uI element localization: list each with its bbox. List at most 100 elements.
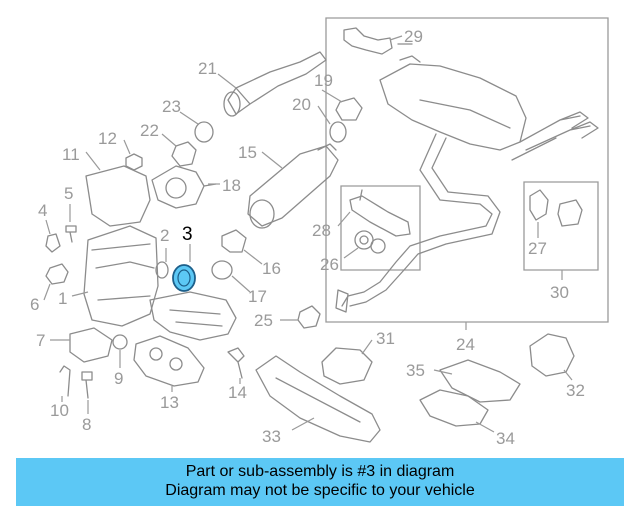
bracket-31 bbox=[321, 347, 373, 385]
callout-30: 30 bbox=[550, 283, 569, 302]
rubber-hanger-26a-inner bbox=[359, 235, 369, 245]
washer-9 bbox=[112, 334, 128, 350]
converter-15-detail bbox=[317, 143, 337, 151]
leader-11 bbox=[85, 151, 101, 171]
clamp-22 bbox=[171, 141, 197, 167]
group-box-30 bbox=[523, 181, 599, 271]
exhaust-system-diagram: 1 2 3 4 5 6 7 8 9 10 11 12 13 14 15 16 1… bbox=[30, 17, 609, 448]
rubber-hanger-26b bbox=[370, 238, 386, 254]
callout-3[interactable]: 3 bbox=[182, 224, 193, 245]
callout-2: 2 bbox=[160, 226, 169, 245]
stud-10 bbox=[59, 365, 71, 397]
callout-31: 31 bbox=[376, 329, 395, 348]
bracket-7 bbox=[69, 327, 113, 363]
gasket-2 bbox=[155, 261, 169, 279]
callout-5: 5 bbox=[64, 184, 73, 203]
callout-27: 27 bbox=[528, 239, 547, 258]
callout-11: 11 bbox=[62, 145, 80, 164]
bolt-5 bbox=[65, 225, 77, 243]
leader-4 bbox=[45, 219, 51, 235]
clamp-3-inner bbox=[177, 269, 191, 287]
group-box-24 bbox=[325, 17, 609, 323]
callout-32: 32 bbox=[566, 381, 585, 400]
callout-1: 1 bbox=[58, 289, 67, 308]
callout-29: 29 bbox=[404, 27, 423, 46]
intermediate-pipe bbox=[341, 133, 501, 307]
leader-6 bbox=[43, 283, 51, 301]
leader-15 bbox=[261, 151, 283, 169]
leader-32 bbox=[563, 369, 573, 381]
callout-15: 15 bbox=[238, 143, 257, 162]
leader-19 bbox=[321, 89, 343, 103]
catalytic-converter-1-detail bbox=[91, 243, 155, 301]
flex-pipe bbox=[149, 291, 237, 341]
shield-35 bbox=[439, 359, 521, 403]
heat-shield-33 bbox=[255, 355, 381, 443]
callout-18: 18 bbox=[222, 176, 241, 195]
hanger-27a bbox=[529, 189, 549, 221]
pipe-flange-21 bbox=[223, 91, 241, 117]
gasket-plate-13 bbox=[133, 335, 205, 387]
group-box-28-26 bbox=[340, 185, 421, 271]
leader-35 bbox=[433, 369, 453, 375]
gasket-plate-13-hole-a bbox=[149, 347, 163, 361]
callout-34: 34 bbox=[496, 429, 515, 448]
clamp-16 bbox=[221, 229, 247, 253]
callout-22: 22 bbox=[140, 121, 159, 140]
shield-34 bbox=[419, 389, 489, 427]
callout-19: 19 bbox=[314, 71, 333, 90]
callout-23: 23 bbox=[162, 97, 181, 116]
callout-12: 12 bbox=[98, 129, 117, 148]
rubber-hanger-26a bbox=[354, 230, 374, 250]
leader-22 bbox=[161, 133, 177, 147]
bolt-8 bbox=[81, 371, 93, 399]
clamp-3-highlighted[interactable] bbox=[172, 264, 196, 292]
leader-23 bbox=[179, 111, 199, 125]
pipe-flange bbox=[335, 289, 349, 313]
callout-17: 17 bbox=[248, 287, 267, 306]
converter-15 bbox=[247, 145, 339, 227]
leader-31 bbox=[361, 339, 373, 355]
callout-20: 20 bbox=[292, 95, 311, 114]
mount-6 bbox=[45, 263, 69, 285]
leader-33 bbox=[291, 417, 315, 431]
clamp-19 bbox=[335, 97, 363, 121]
leader-20 bbox=[317, 105, 331, 125]
gasket-17 bbox=[211, 260, 233, 280]
callout-24: 24 bbox=[456, 335, 475, 354]
leader-34 bbox=[475, 421, 495, 433]
leader-29 bbox=[389, 35, 403, 41]
gasket-plate-13-hole-b bbox=[169, 357, 183, 371]
bracket-32 bbox=[529, 333, 575, 377]
banner-line-disclaimer: Diagram may not be specific to your vehi… bbox=[165, 482, 475, 499]
leader-12 bbox=[123, 139, 131, 155]
callout-8: 8 bbox=[82, 415, 91, 434]
callout-26: 26 bbox=[320, 255, 339, 274]
muffler-detail bbox=[399, 55, 511, 129]
bracket-4 bbox=[45, 233, 61, 253]
bolt-14 bbox=[227, 347, 245, 379]
callout-7: 7 bbox=[36, 331, 45, 350]
hanger-bracket-29 bbox=[343, 27, 413, 55]
callout-14: 14 bbox=[228, 383, 247, 402]
leader-1 bbox=[71, 291, 89, 297]
callout-21: 21 bbox=[198, 59, 217, 78]
clamp-25 bbox=[297, 305, 321, 329]
banner-line-part: Part or sub-assembly is #3 in diagram bbox=[185, 463, 455, 480]
catalytic-converter-1 bbox=[83, 225, 159, 327]
leader-16 bbox=[243, 249, 263, 265]
tailpipes bbox=[511, 111, 599, 161]
leader-28 bbox=[337, 211, 351, 227]
callout-9: 9 bbox=[114, 369, 123, 388]
callout-33: 33 bbox=[262, 427, 281, 446]
callout-25: 25 bbox=[254, 311, 273, 330]
callout-10: 10 bbox=[50, 401, 69, 420]
callout-28: 28 bbox=[312, 221, 331, 240]
bracket-28 bbox=[349, 189, 411, 237]
leader-17 bbox=[231, 275, 251, 293]
converter-15-end bbox=[249, 199, 275, 229]
turbo-fitting-18 bbox=[151, 165, 217, 209]
heat-shield-11 bbox=[85, 165, 151, 227]
info-banner: Part or sub-assembly is #3 in diagram Di… bbox=[16, 458, 624, 506]
gasket-20 bbox=[329, 121, 347, 143]
